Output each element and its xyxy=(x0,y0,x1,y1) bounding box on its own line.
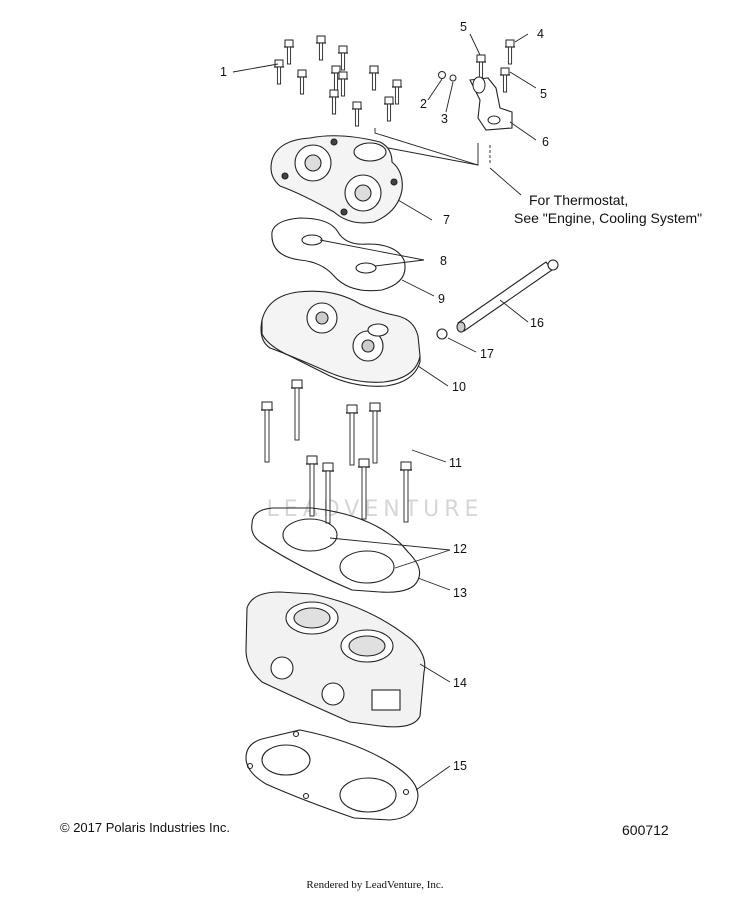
head-gasket-orings xyxy=(271,217,406,292)
coolant-hose xyxy=(436,259,559,340)
thermostat-note-line2: See "Engine, Cooling System" xyxy=(514,210,702,226)
callout-9: 9 xyxy=(438,292,445,306)
cylinder-block xyxy=(245,591,426,728)
callout-15: 15 xyxy=(453,759,467,773)
cylinder-head xyxy=(260,290,421,387)
head-bolts xyxy=(273,35,403,127)
callout-13: 13 xyxy=(453,586,467,600)
callout-6: 6 xyxy=(542,135,549,149)
callout-numbers: 1 2 3 4 5 5 6 7 8 9 10 11 12 13 14 15 16… xyxy=(220,20,549,773)
callout-5-right: 5 xyxy=(540,87,547,101)
callout-4: 4 xyxy=(537,27,544,41)
rendered-by-credit: Rendered by LeadVenture, Inc. xyxy=(306,879,444,891)
callout-11: 11 xyxy=(449,456,462,470)
thermostat-hardware xyxy=(438,39,516,131)
callout-8: 8 xyxy=(440,254,447,268)
callout-5-top: 5 xyxy=(460,20,467,34)
leader-lines xyxy=(232,33,537,791)
cylinder-gasket xyxy=(251,507,421,593)
base-gasket xyxy=(245,729,419,821)
callout-14: 14 xyxy=(453,676,467,690)
callout-17: 17 xyxy=(480,347,494,361)
callout-2: 2 xyxy=(420,97,427,111)
diagram-number: 600712 xyxy=(622,822,669,838)
callout-10: 10 xyxy=(452,380,466,394)
thermostat-note-line1: For Thermostat, xyxy=(529,192,628,208)
watermark: LEADVENTURE xyxy=(267,497,484,522)
copyright-text: © 2017 Polaris Industries Inc. xyxy=(60,820,230,835)
callout-12: 12 xyxy=(453,542,467,556)
callout-3: 3 xyxy=(441,112,448,126)
callout-7: 7 xyxy=(443,213,450,227)
callout-1: 1 xyxy=(220,65,227,79)
callout-16: 16 xyxy=(530,316,544,330)
head-cover xyxy=(270,135,403,224)
